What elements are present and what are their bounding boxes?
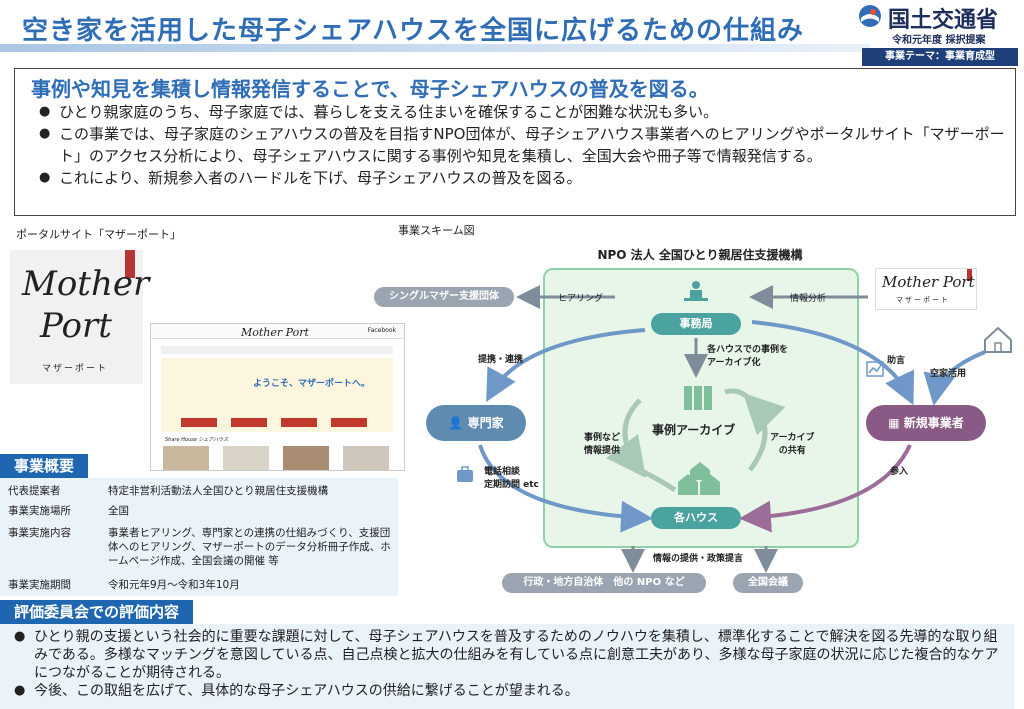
briefcase-icon [457,466,473,482]
site-house-photo [343,446,389,470]
site-hero-button [331,418,367,427]
bullet-icon: ● [14,683,26,698]
site-house-photo [223,446,269,470]
ministry-name: 国土交通省 [888,8,999,33]
senmonka-label: 専門家 [467,416,504,430]
evaluation-bullet: ●ひとり親の支援という社会的に重要な課題に対して、母子シェアハウスを普及するため… [14,629,999,681]
sannyu-label: 参入 [890,467,909,477]
site-hero-button [231,418,267,427]
building-icon: ▦ [888,416,900,430]
summary-headline: 事例や知見を集積し情報発信することで、母子シェアハウスの普及を図る。 [31,77,709,101]
title-underline [0,44,870,52]
hearing-label: ヒアリング [558,294,604,304]
mother-port-logo-small: Mother Port マザーポート [875,268,977,310]
overview-key: 事業実施内容 [8,527,71,539]
bullet-icon: ● [39,126,51,141]
site-topbar [151,324,404,339]
overview-value: 事業者ヒアリング、専門家との連携の仕組みづくり、支援団体へのヒアリング、マザーポ… [108,527,391,567]
summary-bullet: ●これにより、新規参入者のハードルを下げ、母子シェアハウスの普及を図る。 [39,169,582,187]
chart-icon [866,361,884,377]
site-hero-button [281,418,317,427]
jimukyoku-node: 事務局 [651,313,741,335]
office-worker-icon [684,281,708,301]
mp-right-logo-kana: マザーポート [896,296,950,304]
archive-each-label: 各ハウスでの事例を アーカイブ化 [707,345,789,368]
evaluation-heading: 評価委員会での評価内容 [0,600,194,624]
overview-key: 代表提案者 [8,485,61,497]
overview-key: 事業実施期間 [8,579,71,591]
theme-badge: 事業テーマ：事業育成型 [862,48,1018,66]
bullet-icon: ● [39,170,51,185]
ribbon-icon [967,269,972,281]
ministry-emblem-icon [859,5,881,27]
ministry-logo: 国土交通省 令和元年度 採択提案 [858,2,1018,46]
overview-value: 特定非営利活動法人全国ひとり親居住支援機構 [108,485,329,497]
jirei-joho-label: 事例など 情報提供 [584,433,621,456]
npo-name: NPO 法人 全国ひとり親居住支援機構 [597,248,803,262]
kakuhouse-node: 各ハウス [651,507,741,529]
denwa-label: 電話相談 定期訪問 etc [484,467,539,490]
portal-site-screenshot: Mother Port Facebook ようこそ、マザーポートへ。 Share… [150,323,405,471]
overview-value: 令和元年9月～令和3年10月 [108,579,240,591]
zenkoku-node: 全国会議 [733,573,803,593]
shinki-label: 新規事業者 [903,416,964,430]
person-icon: 👤 [448,416,464,430]
ribbon-icon [125,250,135,278]
site-hero: ようこそ、マザーポートへ。 [161,358,393,432]
site-hero-button [181,418,217,427]
site-hero-text: ようこそ、マザーポートへ。 [253,379,371,389]
akiya-label: 空家活用 [930,369,967,379]
portal-label: ポータルサイト「マザーポート」 [16,228,181,241]
overview-table: 代表提案者 特定非営利活動法人全国ひとり親居住支援機構 事業実施場所 全国 事業… [0,478,398,596]
logo-line1: Mother [22,264,150,304]
logo-line2: Port [40,306,112,346]
overview-value: 全国 [108,505,129,517]
teikei-label: 提携・連携 [478,355,524,365]
summary-bullet: ●この事業では、母子家庭のシェアハウスの普及を目指すNPO団体が、母子シェアハウ… [39,125,1005,165]
site-house-photo [283,446,329,470]
archive-folders-icon [684,386,712,410]
mother-port-logo: Mother Port マザーポート [10,250,149,384]
scheme-title: 事業スキーム図 [398,224,475,237]
ministry-subtitle: 令和元年度 採択提案 [892,35,986,46]
archive-share-label: アーカイブ の共有 [770,433,815,456]
senmonka-node: 👤 専門家 [426,405,526,441]
site-house-photo [163,446,209,470]
overview-heading: 事業概要 [0,454,89,478]
evaluation-box: ●ひとり親の支援という社会的に重要な課題に対して、母子シェアハウスを普及するため… [0,624,1014,709]
jogen-label: 助言 [887,356,906,366]
vacant-house-icon [984,326,1012,353]
houses-icon [678,462,720,495]
site-brand: Mother Port [241,326,309,339]
bullet-icon: ● [39,104,51,119]
site-nav [161,346,393,354]
overview-key: 事業実施場所 [8,505,71,517]
shinki-node: ▦ 新規事業者 [866,405,986,441]
summary-bullets: ●ひとり親家庭のうち、母子家庭では、暮らしを支える住まいを確保することが困難な状… [25,101,1010,189]
site-facebook-link: Facebook [367,327,396,334]
single-mother-org-node: シングルマザー支援団体 [374,287,514,307]
archive-node: 事例アーカイブ [652,423,736,437]
site-section-label: Share House シェアハウス [165,437,229,443]
logo-kana: マザーポート [42,364,109,374]
page-title: 空き家を活用した母子シェアハウスを全国に広げるための仕組み [22,16,804,46]
gyosei-node: 行政・地方自治体 他の NPO など [502,573,706,593]
mp-right-logo-text: Mother Port [882,273,975,291]
evaluation-bullet: ●今後、この取組を広げて、具体的な母子シェアハウスの供給に繋げることが望まれる。 [14,683,579,699]
summary-box: 事例や知見を集積し情報発信することで、母子シェアハウスの普及を図る。 ●ひとり親… [14,68,1016,216]
info-analysis-label: 情報分析 [790,294,827,304]
evaluation-bullets: ●ひとり親の支援という社会的に重要な課題に対して、母子シェアハウスを普及するため… [0,628,1000,700]
summary-bullet: ●ひとり親家庭のうち、母子家庭では、暮らしを支える住まいを確保することが困難な状… [39,103,719,121]
bullet-icon: ● [14,629,26,644]
teikyo-label: 情報の提供・政策提言 [653,554,744,564]
